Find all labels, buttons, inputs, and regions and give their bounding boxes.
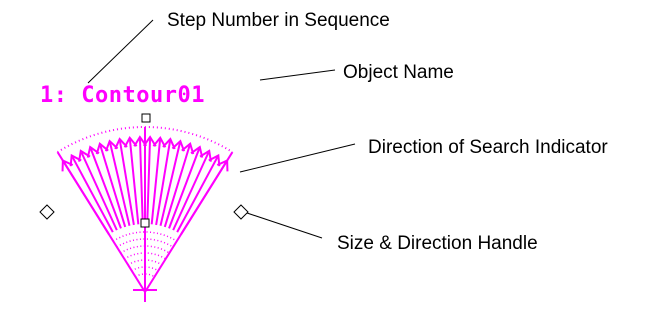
leader-object-name bbox=[259, 69, 336, 81]
inner-arc bbox=[112, 231, 178, 242]
search-ray bbox=[138, 139, 144, 225]
diamond-handle-icon[interactable] bbox=[233, 204, 249, 220]
search-ray bbox=[118, 140, 135, 226]
direction-arrowhead bbox=[162, 137, 176, 150]
annotation-step-number: Step Number in Sequence bbox=[167, 10, 390, 31]
annotation-direction-indicator: Direction of Search Indicator bbox=[368, 137, 608, 158]
square-handle-icon[interactable] bbox=[140, 218, 150, 228]
diamond-handle-icon[interactable] bbox=[39, 204, 55, 220]
search-ray bbox=[89, 148, 122, 229]
fan-edge bbox=[56, 151, 146, 293]
direction-arrowhead bbox=[104, 139, 119, 152]
direction-arrowhead bbox=[123, 135, 138, 148]
handles bbox=[39, 113, 249, 228]
leader-step-number bbox=[87, 19, 154, 84]
search-ray bbox=[146, 139, 152, 225]
direction-arrowhead bbox=[69, 153, 82, 167]
square-handle-icon[interactable] bbox=[141, 113, 151, 123]
search-ray bbox=[159, 142, 181, 227]
direction-arrowhead bbox=[86, 145, 100, 158]
direction-arrowhead bbox=[95, 142, 109, 155]
direction-arrowhead bbox=[208, 153, 221, 167]
fan-edge bbox=[144, 151, 234, 293]
annotation-object-name: Object Name bbox=[343, 62, 454, 83]
inner-arc bbox=[120, 245, 170, 254]
search-ray bbox=[176, 156, 219, 233]
direction-arrowhead bbox=[199, 149, 212, 162]
leader-size-handle bbox=[246, 212, 323, 239]
annotation-size-handle: Size & Direction Handle bbox=[337, 233, 538, 254]
object-name-label: 1: Contour01 bbox=[40, 83, 205, 108]
search-ray bbox=[109, 142, 131, 227]
search-ray bbox=[163, 145, 191, 228]
direction-arrowhead bbox=[181, 142, 195, 155]
search-ray bbox=[168, 148, 201, 229]
direction-arrowhead bbox=[114, 137, 128, 150]
direction-arrowhead bbox=[152, 135, 167, 148]
contour-tool-shape bbox=[56, 126, 234, 302]
search-ray bbox=[99, 145, 127, 228]
search-ray bbox=[80, 152, 118, 231]
search-ray bbox=[172, 152, 210, 231]
search-ray bbox=[155, 140, 172, 226]
direction-arrowhead bbox=[78, 149, 91, 162]
search-ray bbox=[128, 139, 140, 225]
direction-arrowhead bbox=[171, 139, 186, 152]
inner-arc bbox=[116, 238, 174, 248]
search-ray bbox=[150, 139, 162, 225]
outer-arc bbox=[57, 126, 233, 153]
direction-arrowhead bbox=[190, 145, 204, 158]
search-ray bbox=[71, 156, 114, 233]
leader-lines bbox=[87, 19, 356, 239]
leader-direction-indicator bbox=[239, 143, 356, 173]
